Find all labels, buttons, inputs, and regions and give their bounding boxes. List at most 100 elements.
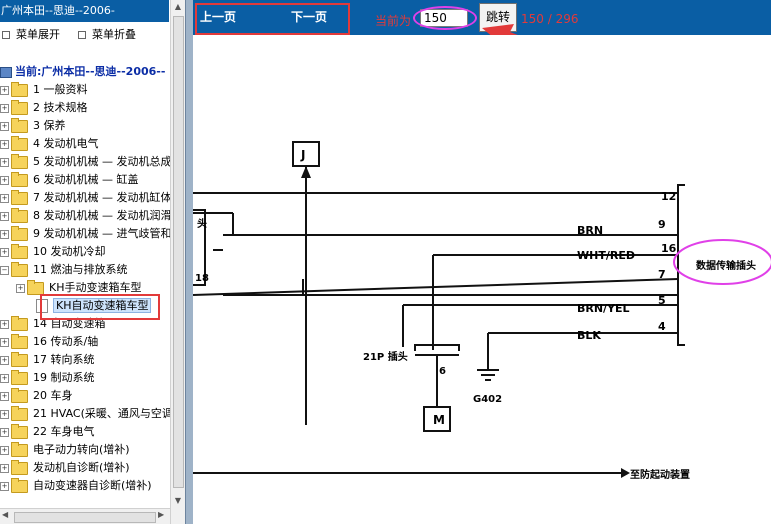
- folder-icon: [11, 135, 28, 151]
- tree-item[interactable]: + 发动机自诊断(增补): [0, 459, 130, 477]
- expand-plus-icon[interactable]: +: [0, 391, 9, 401]
- folder-icon: [11, 171, 28, 187]
- horizontal-scrollbar[interactable]: ◀ ▶: [0, 508, 170, 524]
- wire-color-label: BRN/YEL: [577, 302, 630, 315]
- tree-item[interactable]: +8 发动机机械 — 发动机润滑: [0, 207, 170, 225]
- expand-plus-icon[interactable]: +: [0, 193, 9, 203]
- expand-plus-icon[interactable]: +: [0, 409, 9, 419]
- tree-item[interactable]: +17 转向系统: [0, 351, 95, 369]
- tree-item-label: 5 发动机机械 — 发动机总成: [33, 155, 170, 168]
- tree-item-label: 19 制动系统: [33, 371, 95, 384]
- expand-plus-icon[interactable]: +: [0, 355, 9, 365]
- frame-splitter[interactable]: [185, 0, 194, 524]
- tree-item[interactable]: +9 发动机机械 — 进气歧管和: [0, 225, 170, 243]
- expand-plus-icon[interactable]: +: [0, 103, 9, 113]
- expand-plus-icon[interactable]: +: [0, 211, 9, 221]
- expand-plus-icon[interactable]: +: [0, 247, 9, 257]
- tree-item[interactable]: +5 发动机机械 — 发动机总成: [0, 153, 170, 171]
- pin-number: 16: [661, 242, 677, 255]
- tree-item[interactable]: +20 车身: [0, 387, 73, 405]
- tree-item[interactable]: +自动变速器自诊断(增补): [0, 477, 152, 495]
- m-label: M: [433, 413, 445, 427]
- pin-number: 4: [658, 320, 666, 333]
- collapse-minus-icon[interactable]: −: [0, 265, 9, 275]
- tree-item-label: 发动机自诊断(增补): [33, 461, 130, 474]
- tree-item[interactable]: +电子动力转向(增补): [0, 441, 130, 459]
- expand-plus-icon[interactable]: +: [0, 85, 9, 95]
- expand-plus-icon[interactable]: +: [0, 481, 9, 491]
- expand-plus-icon[interactable]: +: [0, 139, 9, 149]
- expand-menu-button[interactable]: 菜单展开: [2, 27, 60, 43]
- tree-item[interactable]: +19 制动系统: [0, 369, 95, 387]
- scroll-down-arrow-icon[interactable]: ▼: [174, 496, 182, 505]
- folder-icon: [11, 117, 28, 133]
- pin-number: 12: [661, 190, 676, 203]
- tree-item[interactable]: +16 传动系/轴: [0, 333, 98, 351]
- collapse-menu-button[interactable]: 菜单折叠: [78, 27, 136, 43]
- tree-item[interactable]: +22 车身电气: [0, 423, 95, 441]
- tree-item[interactable]: +4 发动机电气: [0, 135, 99, 153]
- bottom-label: 至防起动装置: [630, 468, 690, 481]
- menu-pane: 广州本田--思迪--2006- 菜单展开 菜单折叠 当前:广州本田--思迪--2…: [0, 0, 170, 524]
- prev-page-link[interactable]: 上一页: [200, 10, 237, 24]
- j-arrowhead-icon: [301, 166, 311, 178]
- expand-plus-icon[interactable]: +: [0, 175, 9, 185]
- connector-21p-top: [414, 344, 460, 351]
- tree-item-label: KH自动变速箱车型: [53, 298, 152, 313]
- expand-plus-icon[interactable]: +: [0, 427, 9, 437]
- left-18-label: 18: [195, 273, 209, 284]
- tree-item-label: 16 传动系/轴: [33, 335, 99, 348]
- tree-subitem[interactable]: +KH手动变速箱车型: [16, 279, 141, 297]
- tree-item[interactable]: +14 自动变速箱: [0, 315, 106, 333]
- tree-item-label: 22 车身电气: [33, 425, 95, 438]
- vertical-scrollbar[interactable]: ▲ ▼: [170, 0, 185, 524]
- current-vehicle[interactable]: 当前:广州本田--思迪--2006--: [0, 64, 165, 80]
- tree-item[interactable]: +6 发动机机械 — 缸盖: [0, 171, 139, 189]
- expand-plus-icon[interactable]: +: [0, 463, 9, 473]
- expand-plus-icon[interactable]: +: [0, 157, 9, 167]
- horizontal-scroll-thumb[interactable]: [14, 512, 156, 523]
- expand-plus-icon[interactable]: +: [16, 283, 25, 293]
- folder-icon: [11, 441, 28, 457]
- expand-plus-icon[interactable]: +: [0, 337, 9, 347]
- expand-plus-icon[interactable]: +: [0, 229, 9, 239]
- expand-plus-icon[interactable]: +: [0, 121, 9, 131]
- g402-label: G402: [473, 394, 502, 405]
- menu-title: 广州本田--思迪--2006-: [0, 0, 169, 22]
- folder-icon: [11, 477, 28, 493]
- tree-item-label: 14 自动变速箱: [33, 317, 106, 330]
- next-page-link[interactable]: 下一页: [291, 10, 328, 24]
- tree-item[interactable]: +3 保养: [0, 117, 66, 135]
- scroll-left-arrow-icon[interactable]: ◀: [2, 510, 9, 519]
- expand-plus-icon[interactable]: +: [0, 319, 9, 329]
- wiring-diagram: J M 21P 插头 6 G402 18 头 12 9 16 7 5 4 BRN…: [193, 35, 771, 524]
- tree-item-expanded[interactable]: −11 燃油与排放系统: [0, 261, 128, 279]
- page-count: 150 / 296: [521, 12, 579, 26]
- tree-item-label: 7 发动机机械 — 发动机缸体: [33, 191, 170, 204]
- tree-item-label: 1 一般资料: [33, 83, 88, 96]
- scroll-right-arrow-icon[interactable]: ▶: [158, 510, 165, 519]
- wire-6-label: 6: [439, 366, 446, 377]
- page-toolbar: 上一页 下一页 当前为 跳转 150 / 296: [193, 0, 771, 35]
- tree-item[interactable]: +21 HVAC(采暖、通风与空调): [0, 405, 170, 423]
- vertical-scroll-thumb[interactable]: [173, 16, 184, 488]
- expand-label: 菜单展开: [16, 28, 60, 41]
- tree-item-label: 8 发动机机械 — 发动机润滑: [33, 209, 170, 222]
- wire-left-bracket: [232, 213, 238, 236]
- left-partial-block: [193, 209, 206, 286]
- tree-subitem-selected[interactable]: KH自动变速箱车型: [36, 297, 152, 315]
- folder-icon: [11, 81, 28, 97]
- tree-item[interactable]: +10 发动机冷却: [0, 243, 106, 261]
- scroll-up-arrow-icon[interactable]: ▲: [174, 2, 182, 11]
- expand-plus-icon[interactable]: +: [0, 373, 9, 383]
- tree-item[interactable]: +2 技术规格: [0, 99, 88, 117]
- folder-icon: [11, 387, 28, 403]
- wire-color-label: BLK: [577, 329, 601, 342]
- folder-icon: [11, 333, 28, 349]
- wire-color-label: WHT/RED: [577, 249, 635, 262]
- expand-plus-icon[interactable]: +: [0, 445, 9, 455]
- folder-icon: [11, 99, 28, 115]
- expand-icon: [2, 31, 10, 39]
- tree-item[interactable]: +1 一般资料: [0, 81, 88, 99]
- tree-item[interactable]: +7 发动机机械 — 发动机缸体: [0, 189, 170, 207]
